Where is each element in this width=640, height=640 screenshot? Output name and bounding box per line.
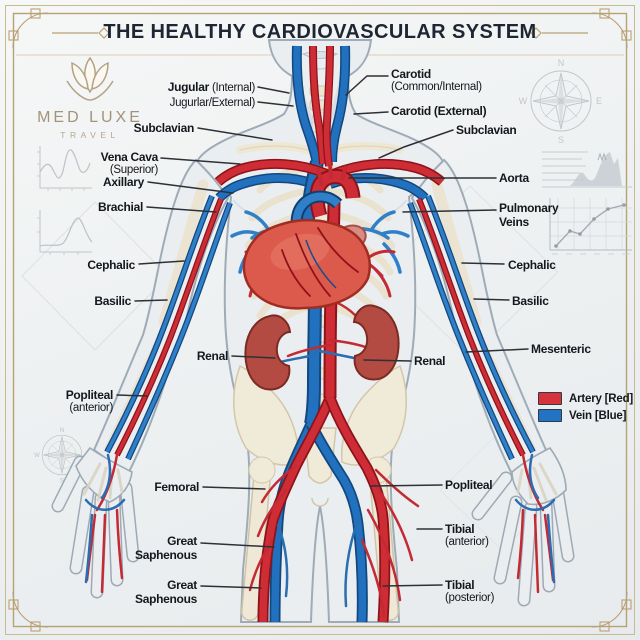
- artery-color-swatch: [538, 392, 562, 405]
- label-jugular-internal: Jugular(Internal): [167, 80, 256, 94]
- compass-top-right: [518, 57, 603, 146]
- label-basilic-left: Basilic: [94, 294, 131, 308]
- page-title: THE HEALTHY CARDIOVASCULAR SYSTEM: [103, 21, 537, 43]
- label-tibial-anterior: Tibial(anterior): [445, 522, 489, 548]
- label-carotid-common-internal: Carotid(Common/Internal): [391, 67, 482, 93]
- label-renal-right: Renal: [414, 354, 446, 368]
- label-carotid-external: Carotid (External): [391, 104, 487, 118]
- label-vena-cava-superior: Vena Cava(Superior): [100, 150, 159, 176]
- label-renal-left: Renal: [196, 349, 228, 363]
- legend-artery-row: Artery [Red]: [538, 390, 633, 407]
- label-cephalic-left: Cephalic: [87, 258, 135, 272]
- label-axillary: Axillary: [103, 175, 144, 189]
- logo-tagline: TRAVEL: [60, 130, 120, 140]
- legend-artery-label: Artery [Red]: [569, 392, 634, 405]
- label-mesenteric: Mesenteric: [531, 342, 591, 356]
- label-aorta: Aorta: [499, 171, 529, 185]
- vein-branches: [84, 348, 556, 608]
- gold-frame: [5, 5, 635, 635]
- label-femoral: Femoral: [154, 480, 199, 494]
- label-brachial: Brachial: [98, 200, 143, 214]
- label-subclavian-left: Subclavian: [133, 121, 195, 135]
- decor-chart-wave: [37, 146, 92, 191]
- label-jugular-external: Jugurlar/External): [169, 97, 256, 109]
- kidneys: [244, 304, 400, 391]
- label-basilic-right: Basilic: [512, 294, 549, 308]
- decor-chart-area: [542, 151, 632, 188]
- label-tibial-posterior: Tibial(posterior): [445, 578, 495, 604]
- legend-vein-label: Vein [Blue]: [569, 409, 627, 422]
- label-subclavian-right: Subclavian: [456, 123, 517, 137]
- decor-chart-peak: [37, 210, 93, 255]
- legend: Artery [Red] Vein [Blue]: [538, 390, 633, 424]
- medluxe-logo: MED LUXE TRAVEL: [28, 109, 152, 140]
- label-popliteal-right: Popliteal: [445, 478, 493, 492]
- medluxe-logo-icon: [66, 56, 114, 101]
- vein-color-swatch: [538, 409, 562, 422]
- leader-lines: [116, 75, 529, 589]
- label-popliteal-anterior-left: Popliteal(anterior): [65, 388, 114, 414]
- title-rule: [52, 27, 588, 39]
- decor-chart-line: [549, 198, 632, 255]
- logo-name: MED LUXE: [37, 109, 143, 126]
- label-cephalic-right: Cephalic: [508, 258, 556, 272]
- heart: [242, 163, 371, 310]
- legend-vein-row: Vein [Blue]: [538, 407, 633, 424]
